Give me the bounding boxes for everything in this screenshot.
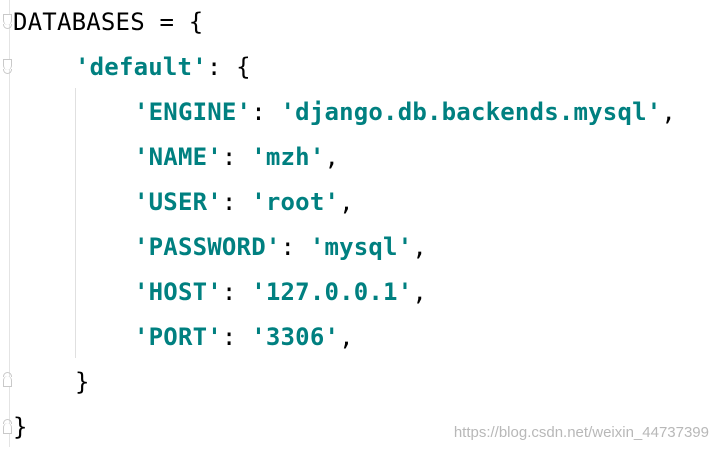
dict-key: 'HOST'	[134, 278, 222, 306]
dict-key: 'USER'	[134, 188, 222, 216]
gutter	[9, 0, 10, 447]
dict-key: 'ENGINE'	[134, 98, 252, 126]
dict-key: 'PASSWORD'	[134, 233, 281, 261]
code-line-1: DATABASES = {	[13, 8, 204, 36]
code-line-8: 'PORT': '3306',	[134, 323, 354, 351]
fold-toggle-icon[interactable]	[3, 372, 12, 387]
code-line-5: 'USER': 'root',	[134, 188, 354, 216]
dict-value: 'root'	[251, 188, 340, 216]
dict-value: 'mysql'	[309, 233, 413, 261]
watermark: https://blog.csdn.net/weixin_44737399	[453, 424, 709, 441]
indent-guide	[75, 88, 76, 358]
dict-value: 'django.db.backends.mysql'	[280, 98, 662, 126]
code-line-6: 'PASSWORD': 'mysql',	[134, 233, 428, 261]
code-line-10: }	[13, 413, 28, 441]
dict-value: '127.0.0.1'	[251, 278, 413, 306]
fold-toggle-icon[interactable]	[3, 14, 12, 29]
dict-key: 'NAME'	[134, 143, 222, 171]
dict-key: 'default'	[75, 53, 207, 81]
dict-value: 'mzh'	[251, 143, 325, 171]
code-line-7: 'HOST': '127.0.0.1',	[134, 278, 428, 306]
code-line-9: }	[75, 368, 90, 396]
code-line-2: 'default': {	[75, 53, 251, 81]
fold-toggle-icon[interactable]	[3, 419, 12, 434]
dict-key: 'PORT'	[134, 323, 222, 351]
dict-value: '3306'	[251, 323, 340, 351]
code-line-4: 'NAME': 'mzh',	[134, 143, 340, 171]
fold-toggle-icon[interactable]	[3, 59, 12, 74]
code-line-3: 'ENGINE': 'django.db.backends.mysql',	[134, 98, 677, 126]
